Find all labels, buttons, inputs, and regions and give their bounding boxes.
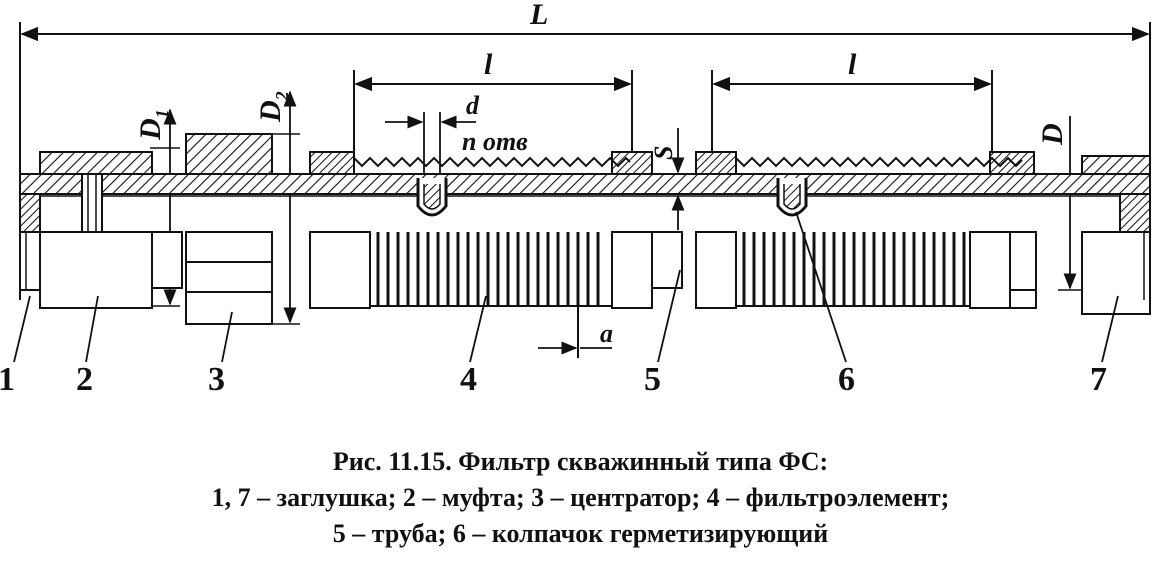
filter-element-right bbox=[695, 151, 1037, 309]
part-numbers: 1 2 3 4 5 6 7 bbox=[0, 361, 1107, 398]
dimension-diameter-d2: D2 bbox=[254, 90, 300, 325]
filter-drawing: L l l d n отв S D1 bbox=[0, 0, 1151, 398]
svg-text:D2: D2 bbox=[254, 91, 292, 123]
part-number-4: 4 bbox=[460, 361, 477, 398]
label-a: a bbox=[600, 319, 613, 348]
dimension-diameter-d: D bbox=[1036, 116, 1082, 291]
label-D1-main: D bbox=[134, 118, 167, 141]
dimension-wall-thickness: S bbox=[649, 128, 685, 230]
label-l-left: l bbox=[484, 48, 493, 81]
caption-line-1: Рис. 11.15. Фильтр скважинный типа ФС: bbox=[332, 447, 829, 476]
pipe bbox=[19, 173, 1151, 197]
part-number-5: 5 bbox=[644, 361, 661, 398]
label-D1-sub: 1 bbox=[152, 109, 172, 118]
centralizer bbox=[185, 133, 273, 325]
leader-lines bbox=[13, 211, 1119, 363]
caption-line-3: 5 – труба; 6 – колпачок герметизирующий bbox=[332, 519, 829, 548]
part-number-7: 7 bbox=[1090, 361, 1107, 398]
label-l-right: l bbox=[848, 48, 857, 81]
caption-line-2: 1, 7 – заглушка; 2 – муфта; 3 – центрато… bbox=[211, 483, 950, 512]
sealing-cap-left bbox=[416, 178, 448, 217]
dimension-filter-length-left: l bbox=[353, 48, 633, 160]
part-number-2: 2 bbox=[76, 361, 93, 398]
part-number-1: 1 bbox=[0, 361, 15, 398]
label-L: L bbox=[529, 0, 548, 31]
filter-ribs-right bbox=[742, 232, 966, 306]
label-D2-main: D bbox=[254, 100, 287, 123]
plug-left bbox=[19, 193, 41, 291]
filter-element-left bbox=[309, 151, 683, 309]
label-D: D bbox=[1036, 123, 1069, 146]
dimension-gap: a bbox=[538, 306, 613, 358]
dimension-filter-length-right: l bbox=[711, 48, 993, 160]
svg-text:D1: D1 bbox=[134, 109, 172, 141]
sealing-cap-right bbox=[776, 178, 808, 217]
label-d: d bbox=[466, 91, 480, 120]
coupling bbox=[39, 151, 183, 309]
part-number-3: 3 bbox=[208, 361, 225, 398]
part-number-6: 6 bbox=[838, 361, 855, 398]
figure-caption: Рис. 11.15. Фильтр скважинный типа ФС: 1… bbox=[0, 444, 1161, 552]
label-S: S bbox=[649, 146, 678, 160]
label-n-holes: n отв bbox=[462, 127, 528, 156]
plug-right bbox=[1081, 155, 1151, 315]
filter-ribs-left bbox=[376, 232, 600, 306]
dimension-hole-diameter: d n отв bbox=[385, 91, 528, 182]
label-D2-sub: 2 bbox=[272, 91, 292, 101]
